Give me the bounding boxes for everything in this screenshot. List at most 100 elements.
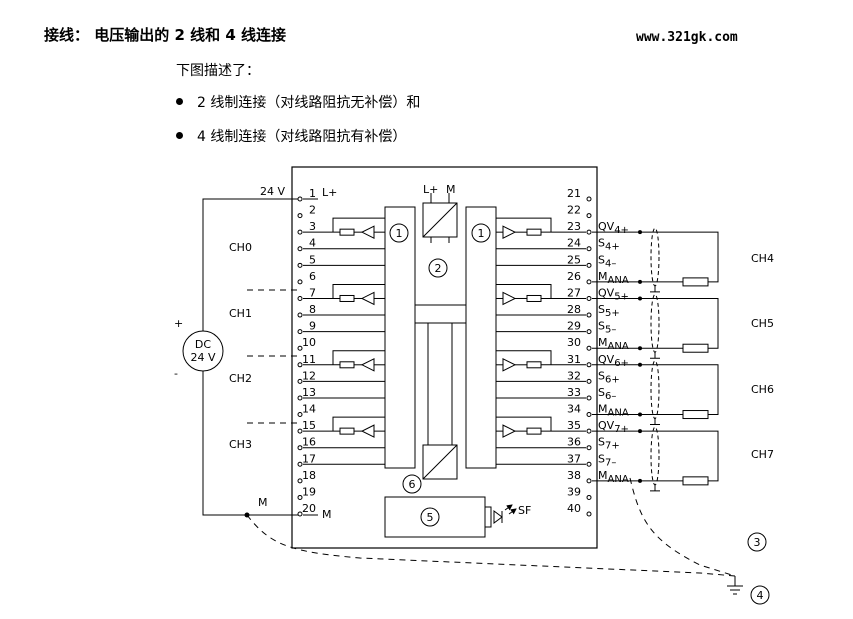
sense-wire <box>332 283 385 299</box>
terminal-left <box>297 461 303 467</box>
signal-label: MANA <box>598 403 629 419</box>
pin-label-m: M <box>322 508 332 521</box>
terminal-left <box>297 494 303 500</box>
shield-cable <box>650 227 660 287</box>
signal-label: MANA <box>598 336 629 352</box>
pin-number-left: 6 <box>309 270 316 283</box>
load-wire <box>592 364 719 416</box>
callout-number: 5 <box>427 511 434 524</box>
terminal-left <box>297 511 303 517</box>
pin-number-left: 8 <box>309 303 316 316</box>
pin-number-right: 39 <box>567 485 581 498</box>
shield-ground <box>650 484 660 492</box>
pin-number-left: 19 <box>302 485 316 498</box>
pin-label-lplus: L+ <box>322 186 337 199</box>
sense-wire <box>332 350 385 365</box>
pin-number-right: 27 <box>567 286 581 299</box>
pin-number-right: 34 <box>567 403 581 416</box>
pin-number-left: 15 <box>302 419 316 432</box>
load-wire <box>592 430 719 482</box>
ground-m-label: M <box>258 496 268 509</box>
bullet-text: 2 线制连接（对线路阻抗无补偿）和 <box>197 95 421 111</box>
terminal-right <box>586 428 592 434</box>
resistor <box>339 228 355 236</box>
right-bus <box>465 206 497 469</box>
junction-dot <box>638 478 642 483</box>
terminal-right <box>586 378 592 384</box>
channel-label-right: CH4 <box>751 252 774 265</box>
junction-dot <box>244 512 250 518</box>
terminal-right <box>586 362 592 368</box>
terminal-left <box>297 279 303 285</box>
channel-label-left: CH3 <box>229 438 252 451</box>
pin-number-left: 14 <box>302 403 316 416</box>
earth-ground-icon <box>727 576 743 595</box>
dc-voltage-label: 24 V <box>190 351 215 364</box>
junction-dot <box>638 362 642 367</box>
pin-number-right: 21 <box>567 187 581 200</box>
callout-circle <box>420 507 440 527</box>
load-wire <box>592 297 719 349</box>
pin-number-left: 10 <box>302 336 316 349</box>
channel-label-right: CH6 <box>751 383 774 396</box>
dc-label: DC <box>195 338 211 351</box>
signal-label: S6+ <box>598 369 620 385</box>
callout-circle <box>471 223 491 243</box>
sense-wire <box>496 416 552 432</box>
load-wire <box>592 231 719 283</box>
channel-label-right: CH7 <box>751 448 774 461</box>
terminal-right <box>586 329 592 335</box>
terminal-left <box>297 312 303 318</box>
shield-ground <box>650 352 660 359</box>
signal-label: S6– <box>598 386 616 402</box>
shield-cable <box>650 426 660 486</box>
pin-number-right: 40 <box>567 502 581 515</box>
junction-dot <box>638 429 642 434</box>
pin-number-right: 33 <box>567 386 581 399</box>
signal-label: S4– <box>598 253 616 269</box>
callout-circle <box>750 585 770 605</box>
load-resistor <box>682 343 709 353</box>
bus-m-label: M <box>446 183 456 196</box>
callout-circle <box>389 223 409 243</box>
pin-number-left: 1 <box>309 187 316 200</box>
terminal-right <box>586 229 592 235</box>
pin-number-left: 3 <box>309 220 316 233</box>
callout-number: 2 <box>435 262 442 275</box>
terminal-right <box>586 295 592 301</box>
pin-number-left: 7 <box>309 286 316 299</box>
shield-ground <box>650 285 660 293</box>
minus-label: - <box>174 367 178 380</box>
pin-number-left: 2 <box>309 204 316 217</box>
signal-label: S7– <box>598 452 616 468</box>
channel-label-left: CH1 <box>229 307 252 320</box>
signal-label: QV4+ <box>598 220 629 236</box>
load-resistor <box>682 277 709 287</box>
intro-text: 下图描述了： <box>176 63 260 79</box>
shield-ground <box>650 418 660 426</box>
callout-circle <box>747 532 767 552</box>
pin-number-right: 31 <box>567 353 581 366</box>
pin-number-right: 32 <box>567 369 581 382</box>
callout-number: 1 <box>478 227 485 240</box>
bullet-item: 4 线制连接（对线路阻抗有补偿） <box>176 126 406 146</box>
sf-led-label: SF <box>518 504 531 517</box>
signal-label: QV6+ <box>598 353 629 369</box>
shield-cable <box>650 360 660 420</box>
terminal-left <box>297 196 303 202</box>
terminal-right <box>586 511 592 517</box>
dc-source-icon <box>182 330 224 372</box>
pin-number-left: 4 <box>309 237 316 250</box>
left-bus <box>384 206 416 469</box>
terminal-right <box>586 494 592 500</box>
signal-label: S5– <box>598 320 616 336</box>
terminal-left <box>297 478 303 484</box>
callout-number: 1 <box>396 227 403 240</box>
pin-number-right: 29 <box>567 320 581 333</box>
callout-number: 4 <box>757 589 764 602</box>
terminal-left <box>297 445 303 451</box>
signal-label: S7+ <box>598 436 620 452</box>
bullet-item: 2 线制连接（对线路阻抗无补偿）和 <box>176 92 420 112</box>
pin-number-right: 25 <box>567 253 581 266</box>
